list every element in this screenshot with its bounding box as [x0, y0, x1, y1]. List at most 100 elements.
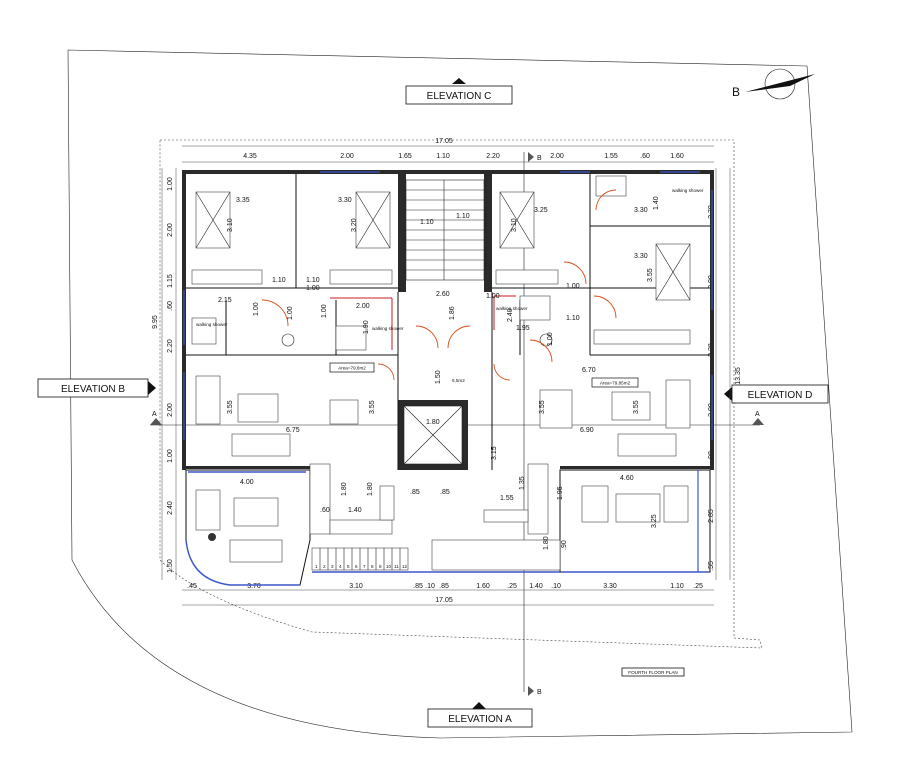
svg-text:3.30: 3.30: [338, 197, 352, 204]
svg-text:3.55: 3.55: [369, 400, 376, 414]
svg-text:2.00: 2.00: [356, 303, 370, 310]
svg-text:1.50: 1.50: [435, 370, 442, 384]
svg-text:4: 4: [339, 564, 342, 569]
svg-text:1.86: 1.86: [449, 306, 456, 320]
svg-text:.85: .85: [413, 583, 423, 590]
svg-text:1.95: 1.95: [516, 325, 530, 332]
svg-text:Area=79,8m2: Area=79,8m2: [338, 366, 366, 371]
svg-text:1.60: 1.60: [670, 153, 684, 160]
elevation-a-label: ELEVATION A: [448, 714, 512, 725]
elevation-c-label: ELEVATION C: [427, 91, 492, 102]
living-left: [195, 375, 359, 457]
svg-text:1.95: 1.95: [557, 486, 564, 500]
top-dimension-chain: 17.05 4.35 2.00 1.65 1.10 2.20 2.00 1.55…: [182, 138, 714, 163]
room-dimensions: 3.35 3.10 3.30 3.20 3.10 3.25 3.30 3.30 …: [218, 196, 660, 550]
svg-text:3.15: 3.15: [491, 446, 498, 460]
svg-text:6.90: 6.90: [580, 427, 594, 434]
site-boundary: [67, 49, 853, 739]
svg-text:1.00: 1.00: [306, 285, 320, 292]
svg-text:1.55: 1.55: [500, 495, 514, 502]
stair-core: [398, 172, 492, 470]
svg-text:6: 6: [355, 564, 358, 569]
svg-text:3: 3: [331, 564, 334, 569]
svg-text:11: 11: [394, 564, 399, 569]
svg-text:3.10: 3.10: [227, 218, 234, 232]
svg-text:3.10: 3.10: [511, 218, 518, 232]
svg-text:10: 10: [386, 564, 392, 569]
svg-text:.85: .85: [439, 583, 449, 590]
svg-text:9: 9: [379, 564, 382, 569]
overall-right-dim: 13.35: [735, 367, 742, 385]
svg-text:1.00: 1.00: [253, 302, 260, 316]
section-mark-a-right: A: [752, 411, 764, 425]
bottom-stair: 1 2 3 4 5 6 7 8 9 10 11 12: [311, 539, 561, 573]
svg-text:1.80: 1.80: [367, 482, 374, 496]
kitchen-right: [483, 463, 549, 535]
svg-text:.90: .90: [561, 540, 568, 550]
svg-text:3.70: 3.70: [247, 583, 261, 590]
svg-text:1.10: 1.10: [306, 277, 320, 284]
plan-title-tag: FOURTH FLOOR PLAN: [621, 667, 685, 677]
walking-shower-label: walking shower: [672, 188, 704, 193]
left-dimension-chain: 9.95 1.00 2.00 1.15 .60 2.20 2.00 1.00 2…: [152, 168, 177, 580]
svg-text:2: 2: [323, 564, 326, 569]
svg-text:4.00: 4.00: [240, 479, 254, 486]
elevation-b-tag: ELEVATION B: [37, 378, 156, 398]
svg-text:1.35: 1.35: [519, 476, 526, 490]
doors: [261, 189, 617, 381]
svg-text:.85: .85: [440, 489, 450, 496]
walking-shower-label: walking shower: [496, 306, 528, 311]
svg-text:1.10: 1.10: [272, 277, 286, 284]
svg-text:.60: .60: [320, 507, 330, 514]
elevation-b-label: ELEVATION B: [61, 384, 125, 395]
svg-text:2.00: 2.00: [550, 153, 564, 160]
north-arrow-icon: B: [732, 68, 815, 100]
wardrobe: [593, 329, 691, 345]
svg-text:B: B: [537, 689, 542, 696]
svg-text:.85: .85: [410, 489, 420, 496]
svg-text:.60: .60: [640, 153, 650, 160]
exterior-walls: [182, 170, 714, 470]
svg-text:2.60: 2.60: [436, 291, 450, 298]
svg-text:A: A: [152, 411, 157, 418]
svg-text:8: 8: [371, 564, 374, 569]
svg-text:1.00: 1.00: [167, 449, 174, 463]
svg-text:1.10: 1.10: [420, 219, 434, 226]
plan-title: FOURTH FLOOR PLAN: [628, 670, 677, 675]
svg-text:1.15: 1.15: [167, 274, 174, 288]
svg-text:2.85: 2.85: [708, 509, 715, 523]
svg-text:1.00: 1.00: [566, 283, 580, 290]
svg-text:.25: .25: [507, 583, 517, 590]
svg-text:2.00: 2.00: [340, 153, 354, 160]
overall-bottom-dim: 17.05: [435, 597, 453, 604]
svg-text:1.00: 1.00: [321, 304, 328, 318]
bottom-dimension-chain: 17.05 .45 3.70 3.10 .85 .10 .85 1.60 .25…: [182, 583, 714, 606]
svg-text:3.35: 3.35: [236, 197, 250, 204]
bed-right-1: [499, 191, 535, 249]
svg-text:1.55: 1.55: [604, 153, 618, 160]
svg-text:6.70: 6.70: [582, 367, 596, 374]
wardrobe: [329, 269, 393, 285]
area-label-right: Area=79,85m2: [591, 377, 639, 388]
svg-text:1.80: 1.80: [426, 419, 440, 426]
section-mark-b-top: B: [528, 152, 542, 162]
svg-text:5: 5: [347, 564, 350, 569]
svg-text:1.40: 1.40: [348, 507, 362, 514]
svg-text:12: 12: [402, 564, 408, 569]
walking-shower-label: walking shower: [196, 322, 228, 327]
balcony-right: [559, 469, 711, 573]
svg-text:2.15: 2.15: [218, 297, 232, 304]
svg-text:1.00: 1.00: [167, 177, 174, 191]
svg-text:3.55: 3.55: [647, 268, 654, 282]
area-label-core: 6,5m2: [452, 378, 465, 383]
svg-text:3.55: 3.55: [227, 400, 234, 414]
svg-text:3.55: 3.55: [539, 400, 546, 414]
balcony-left: [185, 469, 311, 586]
svg-text:2.00: 2.00: [167, 403, 174, 417]
area-label-left: Area=79,8m2: [329, 362, 375, 373]
bed-left-1: [195, 191, 231, 249]
svg-text:1.10: 1.10: [436, 153, 450, 160]
svg-text:1.40: 1.40: [653, 196, 660, 210]
svg-text:1.50: 1.50: [167, 559, 174, 573]
bed-left-2: [355, 191, 391, 249]
